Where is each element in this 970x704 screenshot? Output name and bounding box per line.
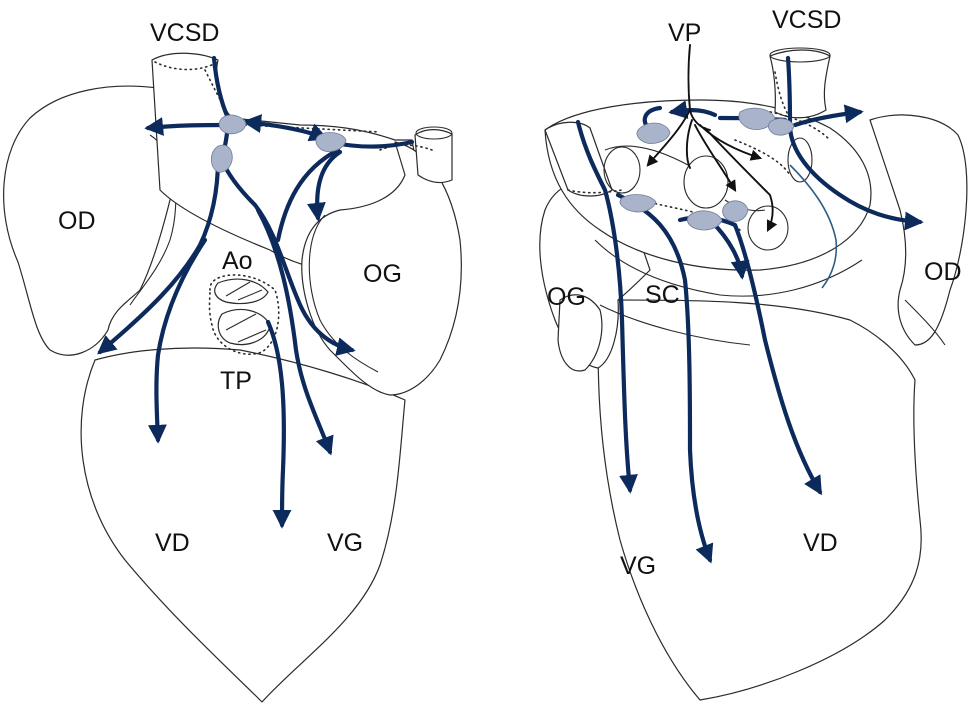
- right-label-vp: VP: [668, 19, 701, 47]
- left-heart: VCSD OD OG Ao TP VD VG: [4, 19, 462, 702]
- left-label-og: OG: [363, 260, 402, 288]
- right-label-vd: VD: [803, 529, 838, 557]
- right-heart: VP VCSD OG SC OD VG VD: [540, 6, 967, 700]
- right-label-vcsd: VCSD: [772, 6, 841, 34]
- left-ventricles-outline: [81, 348, 405, 702]
- right-label-vg: VG: [620, 552, 656, 580]
- right-label-og: OG: [547, 283, 586, 311]
- right-label-sc: SC: [645, 281, 680, 309]
- left-label-vcsd: VCSD: [150, 19, 219, 47]
- left-label-vg: VG: [327, 529, 363, 557]
- right-od-outline: [870, 115, 967, 345]
- right-ventricles-outline: [598, 300, 921, 700]
- right-label-od: OD: [924, 258, 962, 286]
- left-ganglion-upper: [219, 115, 246, 134]
- left-label-vd: VD: [155, 529, 190, 557]
- left-label-od: OD: [58, 207, 96, 235]
- left-label-tp: TP: [220, 367, 252, 395]
- left-label-ao: Ao: [222, 247, 253, 275]
